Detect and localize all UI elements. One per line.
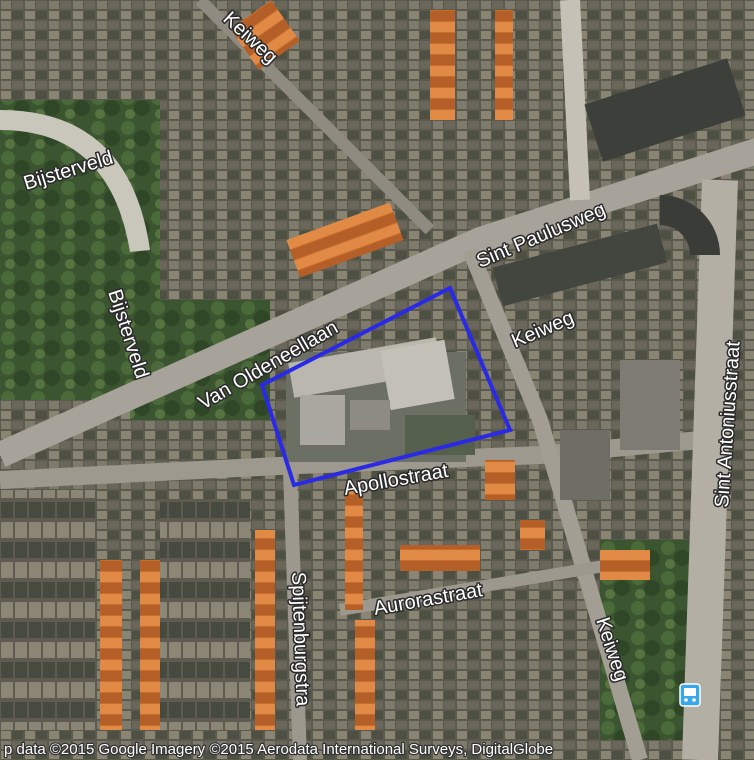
road-keiweg xyxy=(462,246,648,760)
building-keiweg xyxy=(560,430,610,500)
roof-block xyxy=(355,620,375,730)
road-sint-antoniusstraat xyxy=(682,179,738,760)
roof-block xyxy=(286,202,404,278)
road-north xyxy=(560,0,590,201)
roof-block xyxy=(495,10,513,120)
roof-block xyxy=(100,560,122,730)
highlighted-area-outline[interactable] xyxy=(259,285,513,488)
curved-building-east xyxy=(660,195,720,255)
roof-block xyxy=(140,560,162,730)
bus-stop-icon[interactable] xyxy=(679,683,701,707)
street-label-spijtenburgstraat: Spijtenburgstra xyxy=(287,571,314,707)
row-houses xyxy=(160,500,250,730)
building-east xyxy=(620,360,680,450)
roof-block xyxy=(400,545,480,571)
map-attribution: p data ©2015 Google Imagery ©2015 Aeroda… xyxy=(4,741,553,758)
highlighted-building-complex xyxy=(286,337,475,462)
curved-building xyxy=(0,110,150,252)
row-houses xyxy=(0,490,95,730)
roof-block xyxy=(255,530,275,730)
road-aurorastraat xyxy=(339,554,641,616)
road-van-oldeneellaan xyxy=(0,138,754,467)
roof-block xyxy=(520,520,545,550)
roof-block xyxy=(345,490,363,610)
building-sint-paulusweg xyxy=(492,223,668,307)
road-spijtenburgstraat xyxy=(283,469,307,760)
roof-block xyxy=(600,550,650,580)
roof-block xyxy=(230,0,300,70)
roof-block xyxy=(430,10,455,120)
building-north-east xyxy=(584,58,746,162)
roof-block xyxy=(485,460,515,500)
